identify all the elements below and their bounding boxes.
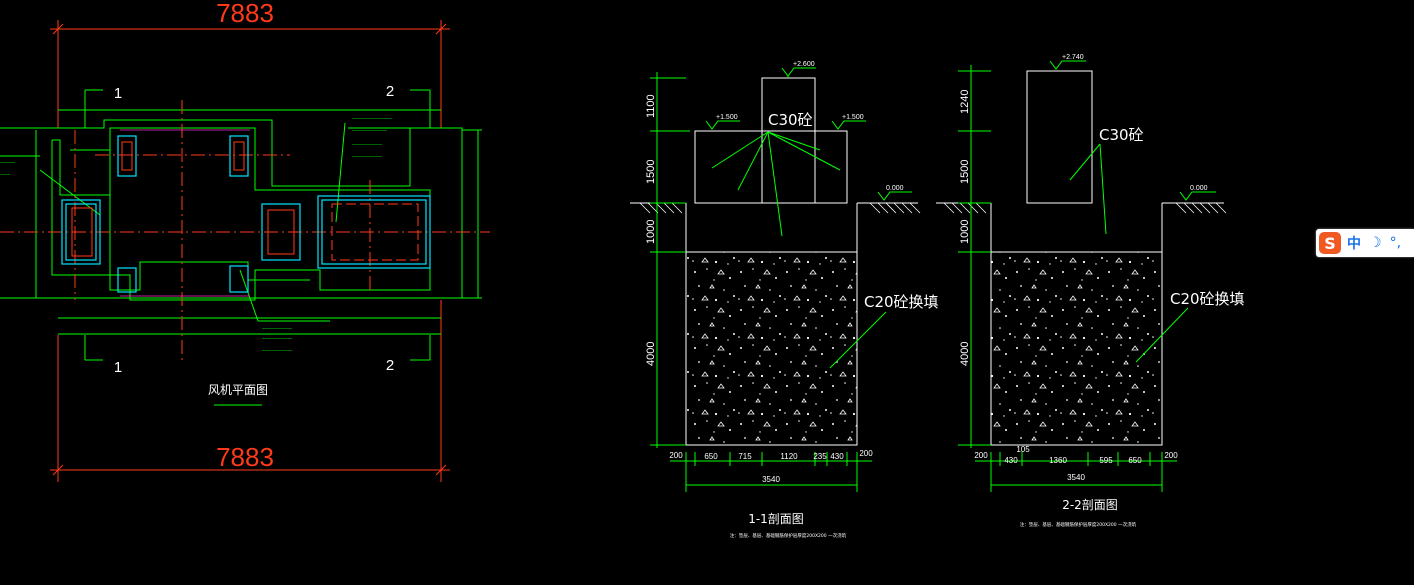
s2-elevation-marks — [1049, 60, 1216, 201]
plan-dimension-top — [50, 20, 450, 128]
plan-section-mark-1-bottom: 1 — [114, 359, 122, 376]
s1-elev-left: +1.500 — [716, 114, 738, 121]
s1-title: 1-1剖面图 — [748, 512, 804, 526]
s1-elev-right: +1.500 — [842, 114, 864, 121]
s1-vdim-4: 4000 — [645, 342, 657, 366]
s2-bottom-dim-lines — [975, 452, 1177, 492]
s2-vertical-dim-lines — [958, 65, 991, 448]
punctuation-icon[interactable]: °, — [1389, 235, 1402, 251]
s2-bdim-1: 430 — [1004, 456, 1018, 465]
plan-dim-bottom-text: 7883 — [216, 442, 274, 472]
s1-bdim-1: 650 — [704, 452, 718, 461]
ime-mode-toggle[interactable]: 中 — [1347, 236, 1361, 252]
s2-bdim-0: 200 — [974, 451, 988, 460]
section-2-2: +2.740 0.000 C30砼 C20砼换填 1240 1500 1000 … — [936, 54, 1245, 528]
s1-vertical-dim-lines — [650, 72, 690, 448]
s1-total: 3540 — [762, 475, 780, 484]
plan-center-lines — [0, 100, 490, 360]
s2-leaders — [1069, 143, 1189, 363]
s1-elev-ground: 0.000 — [886, 185, 904, 192]
section-1-1: +2.600 +1.500 +1.500 0.000 C30砼 C20砼换填 1… — [630, 61, 939, 539]
s2-bdim-3: 595 — [1099, 456, 1113, 465]
s2-ground-hatch — [943, 202, 1227, 214]
s1-leaders — [711, 131, 887, 369]
s2-note: 注：垫层、基层、基础钢筋保护层厚度200X200 一次浇筑 — [1020, 521, 1137, 528]
svg-text:——: —— — [0, 172, 10, 178]
plan-magenta-lines — [120, 129, 250, 297]
s2-elev-ground: 0.000 — [1190, 185, 1208, 192]
s1-note: 注：垫层、基层、基础钢筋保护层厚度200X200 一次浇筑 — [730, 532, 847, 539]
s1-elevation-marks — [705, 67, 912, 201]
svg-text:——————: —————— — [262, 336, 292, 342]
s2-bdim-4: 650 — [1128, 456, 1142, 465]
svg-text:————————: ———————— — [352, 116, 392, 122]
s1-bdim-4: 235 — [813, 452, 827, 461]
plan-dim-top-text: 7883 — [216, 0, 274, 28]
svg-text:——————: —————— — [262, 326, 292, 332]
s1-backfill — [685, 251, 858, 446]
svg-text:——————: —————— — [262, 348, 292, 354]
svg-text:——————: —————— — [352, 142, 382, 148]
sogou-logo-icon[interactable]: S — [1319, 232, 1341, 254]
s1-bdim-3: 1120 — [780, 452, 798, 461]
s2-backfill — [990, 251, 1163, 446]
s2-vdim-1: 1240 — [959, 90, 971, 114]
plan-section-mark-2-bottom: 2 — [386, 357, 394, 374]
s2-label-c30: C30砼 — [1099, 126, 1144, 144]
plan-dimension-bottom — [50, 300, 450, 482]
s2-vertical-dims: 1240 1500 1000 4000 — [959, 90, 971, 366]
plan-section-mark-1-top: 1 — [114, 85, 122, 102]
s1-vdim-2: 1500 — [645, 160, 657, 184]
s2-bottom-dims: 105 200 430 1360 595 650 200 3540 — [974, 445, 1178, 482]
moon-icon[interactable]: ☽ — [1369, 235, 1382, 251]
s1-bdim-5: 430 — [830, 452, 844, 461]
s2-outline — [936, 70, 1224, 253]
s1-bottom-dims: 200 650 715 1120 235 430 200 3540 — [669, 449, 873, 484]
s2-bdim-2: 1360 — [1049, 456, 1067, 465]
s2-label-c20: C20砼换填 — [1170, 290, 1245, 308]
plan-title: 风机平面图 — [208, 383, 268, 397]
s1-elev-top: +2.600 — [793, 61, 815, 68]
plan-green-lines — [0, 89, 482, 361]
s1-label-c20: C20砼换填 — [864, 293, 939, 311]
s2-vdim-3: 1000 — [959, 220, 971, 244]
s1-vertical-dims: 1100 1500 1000 4000 — [645, 94, 657, 366]
s2-vdim-2: 1500 — [959, 160, 971, 184]
s1-outline — [630, 77, 918, 253]
s1-ground-hatch — [639, 202, 921, 214]
plan-pedestals — [61, 135, 431, 293]
plan-section-mark-2-top: 2 — [386, 83, 394, 100]
s2-vdim-4: 4000 — [959, 342, 971, 366]
s2-bdim-5: 200 — [1164, 451, 1178, 460]
s2-title: 2-2剖面图 — [1062, 498, 1118, 512]
s1-vdim-3: 1000 — [645, 220, 657, 244]
s1-bdim-0: 200 — [669, 451, 683, 460]
plan-view: 7883 7883 — [0, 0, 490, 482]
s2-small-dim: 105 — [1016, 445, 1030, 454]
s1-bdim-2: 715 — [738, 452, 752, 461]
svg-text:———: ——— — [0, 160, 15, 166]
ime-toolbar[interactable]: S 中 ☽ °, — [1316, 229, 1414, 257]
plan-pedestal-inner — [71, 141, 419, 261]
s2-total: 3540 — [1067, 473, 1085, 482]
svg-text:———————: ——————— — [352, 128, 387, 134]
svg-text:——————: —————— — [352, 154, 382, 160]
s1-label-c30: C30砼 — [768, 111, 813, 129]
plan-small-texts: ———————— ——————— —————— —————— —————— ——… — [0, 116, 392, 354]
s1-bottom-dim-lines — [670, 452, 872, 492]
s1-bdim-6: 200 — [859, 449, 873, 458]
s1-vdim-1: 1100 — [645, 94, 657, 118]
s2-elev-top: +2.740 — [1062, 54, 1084, 61]
